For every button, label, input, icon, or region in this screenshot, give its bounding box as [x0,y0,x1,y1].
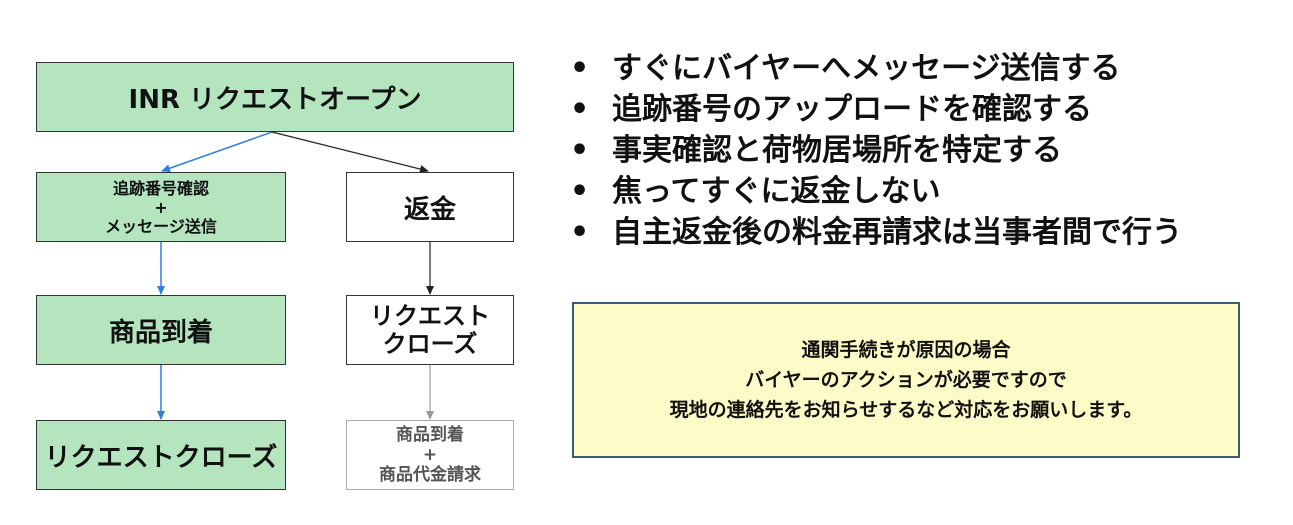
request-close-line-2: クローズ [382,330,478,358]
bullet-dot-icon: • [570,133,590,168]
bullet-text: 事実確認と荷物居場所を特定する [612,133,1062,168]
bullet-item: • 事実確認と荷物居場所を特定する [568,130,1182,171]
bullet-item: • 焦ってすぐに返金しない [568,171,1182,212]
plus-label: + [154,197,168,217]
bullet-dot-icon: • [570,51,590,86]
arrow-open-to-track [161,131,273,173]
note-line-2: バイヤーのアクションが必要ですので [745,369,1067,391]
customs-note-box: 通関手続きが原因の場合 バイヤーのアクションが必要ですので 現地の連絡先をお知ら… [572,302,1240,458]
bullet-text: 自主返金後の料金再請求は当事者間で行う [612,215,1182,250]
bullet-text: すぐにバイヤーへメッセージ送信する [612,51,1121,86]
item-arrived-box: 商品到着 [36,295,286,365]
bullet-item: • 追跡番号のアップロードを確認する [568,89,1182,130]
bullet-dot-icon: • [570,92,590,127]
note-line-3: 現地の連絡先をお知らせするなど対応をお願いします。 [669,399,1143,421]
inr-request-open-label: INR リクエストオープン [128,84,422,115]
inr-request-open-box: INR リクエストオープン [36,62,514,132]
bullet-item: • すぐにバイヤーへメッセージ送信する [568,48,1182,89]
tracking-check-label: 追跡番号確認 [112,178,209,198]
tracking-check-message-box: 追跡番号確認 + メッセージ送信 [36,172,286,242]
item-arrived-label: 商品到着 [108,317,213,348]
refund-box: 返金 [346,172,514,242]
bullet-text: 追跡番号のアップロードを確認する [612,92,1092,127]
request-close-line-1: リクエスト [370,302,490,330]
guidance-bullet-list: • すぐにバイヤーへメッセージ送信する • 追跡番号のアップロードを確認する • 事実… [568,48,1182,253]
request-close-right-box: リクエスト クローズ [346,295,514,365]
send-message-label: メッセージ送信 [105,216,217,236]
bullet-dot-icon: • [570,215,590,250]
bullet-item: • 自主返金後の料金再請求は当事者間で行う [568,212,1182,253]
note-line-1: 通関手続きが原因の場合 [801,339,1011,361]
bullet-text: 焦ってすぐに返金しない [612,174,941,209]
plus-label: + [422,445,438,465]
refund-label: 返金 [403,194,456,225]
arrow-open-to-refund [271,131,429,173]
billing-label: 商品代金請求 [379,465,481,485]
request-close-left-label: リクエストクローズ [44,442,278,473]
arrival-label: 商品到着 [396,425,464,445]
bullet-dot-icon: • [570,174,590,209]
arrival-billing-box: 商品到着 + 商品代金請求 [346,420,514,490]
request-close-left-box: リクエストクローズ [36,420,286,490]
